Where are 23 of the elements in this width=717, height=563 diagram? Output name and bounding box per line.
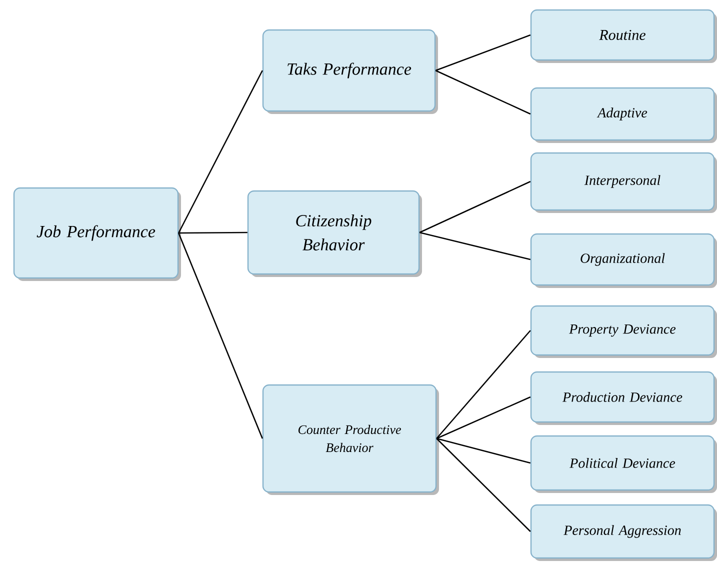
category-box: Citizenship Behavior — [247, 190, 422, 277]
category-box: Property Deviance — [530, 305, 717, 358]
category-box: Personal Aggression — [530, 504, 717, 561]
category-box: Routine — [530, 9, 717, 63]
category-box: Counter Productive Behavior — [262, 384, 439, 495]
category-box: Political Deviance — [530, 435, 717, 493]
category-box: Organizational — [530, 233, 717, 288]
connector-line — [436, 438, 531, 464]
connector-line — [436, 438, 531, 532]
connector-line — [435, 70, 531, 115]
connector-line — [435, 34, 531, 72]
category-box: Interpersonal — [530, 152, 717, 213]
connector-line — [436, 396, 531, 440]
connector-line — [419, 180, 531, 234]
category-box: Job Performance — [13, 187, 181, 281]
connector-line — [178, 232, 248, 234]
connector-line — [419, 232, 531, 260]
connector-line — [436, 330, 531, 439]
category-box: Production Deviance — [530, 371, 717, 425]
connector-line — [178, 232, 263, 439]
category-box: Taks Performance — [262, 29, 438, 114]
connector-line — [178, 70, 263, 234]
category-box: Adaptive — [530, 87, 717, 143]
